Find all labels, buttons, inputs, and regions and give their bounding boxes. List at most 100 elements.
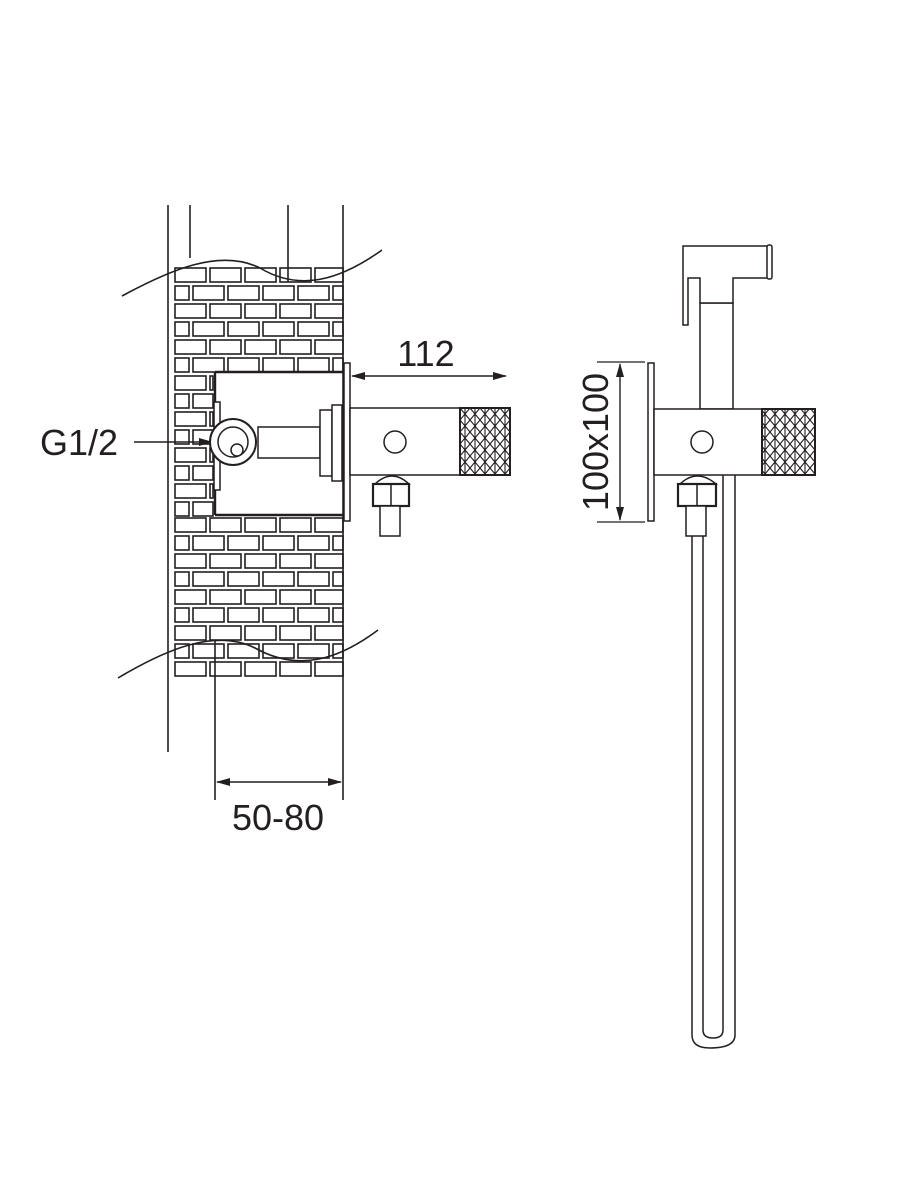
brick [297,571,330,587]
brick [279,589,312,605]
brick [262,535,295,551]
brick [192,285,225,301]
brick [244,625,277,641]
brick [209,411,214,427]
brick [279,267,312,283]
brick [174,267,207,283]
brick [209,267,242,283]
brick [244,553,277,569]
brick [209,483,214,499]
brick [279,517,312,533]
brick [227,571,260,587]
brick [174,303,207,319]
brick [262,643,295,659]
brick [174,607,190,623]
brick [174,465,190,481]
brick [262,571,295,587]
brick [192,571,225,587]
brick [244,267,277,283]
brick [279,303,312,319]
brick [297,643,330,659]
brick [332,607,344,623]
brick [174,535,190,551]
brick [262,607,295,623]
brick [209,553,242,569]
brick [244,589,277,605]
brick [297,607,330,623]
brick [227,357,260,373]
brick [174,483,207,499]
brick [279,553,312,569]
brick [174,357,190,373]
brick [174,553,207,569]
dimension-depth: 112 [351,333,507,380]
brick [192,357,225,373]
brick [174,285,190,301]
brick [279,339,312,355]
wall-thickness-label: 50-80 [232,797,324,838]
brick [314,589,344,605]
brick [192,643,225,659]
faucet-side-view [209,362,511,537]
brick [297,285,330,301]
plate-size-label: 100x100 [575,373,616,511]
brick [174,571,190,587]
brick [192,501,214,517]
wall-section [117,205,383,800]
brick [174,429,190,445]
brick [174,375,207,391]
brick [244,517,277,533]
depth-label: 112 [397,333,454,374]
brick-pattern [174,267,344,677]
brick [174,625,207,641]
brick [227,285,260,301]
brick [209,339,242,355]
brick [209,589,242,605]
brick [314,625,344,641]
brick [192,535,225,551]
brick [332,321,344,337]
brick [262,285,295,301]
brick [227,643,260,659]
brick [174,661,207,677]
brick [227,535,260,551]
brick [244,661,277,677]
brick [297,321,330,337]
brick [314,339,344,355]
brick [262,357,295,373]
brick [209,625,242,641]
brick [174,517,207,533]
brick [174,321,190,337]
brick [174,411,207,427]
brick [174,501,190,517]
brick [314,517,344,533]
brick [209,661,242,677]
brick [262,321,295,337]
thread-callout: G1/2 [40,422,213,463]
brick [332,357,344,373]
dimension-wall-thickness: 50-80 [216,778,342,838]
thread-size-label: G1/2 [40,422,118,463]
brick [174,447,207,463]
brick [174,339,207,355]
brick [192,465,214,481]
brick [227,607,260,623]
brick [192,321,225,337]
brick [297,357,330,373]
brick [244,303,277,319]
brick [332,285,344,301]
brick [244,339,277,355]
brick [174,589,207,605]
brick [227,321,260,337]
brick [192,393,214,409]
brick [332,535,344,551]
brick [297,535,330,551]
brick [209,303,242,319]
brick [332,571,344,587]
brick [279,661,312,677]
brick [192,607,225,623]
dimension-plate: 100x100 [575,361,645,523]
brick [314,661,344,677]
